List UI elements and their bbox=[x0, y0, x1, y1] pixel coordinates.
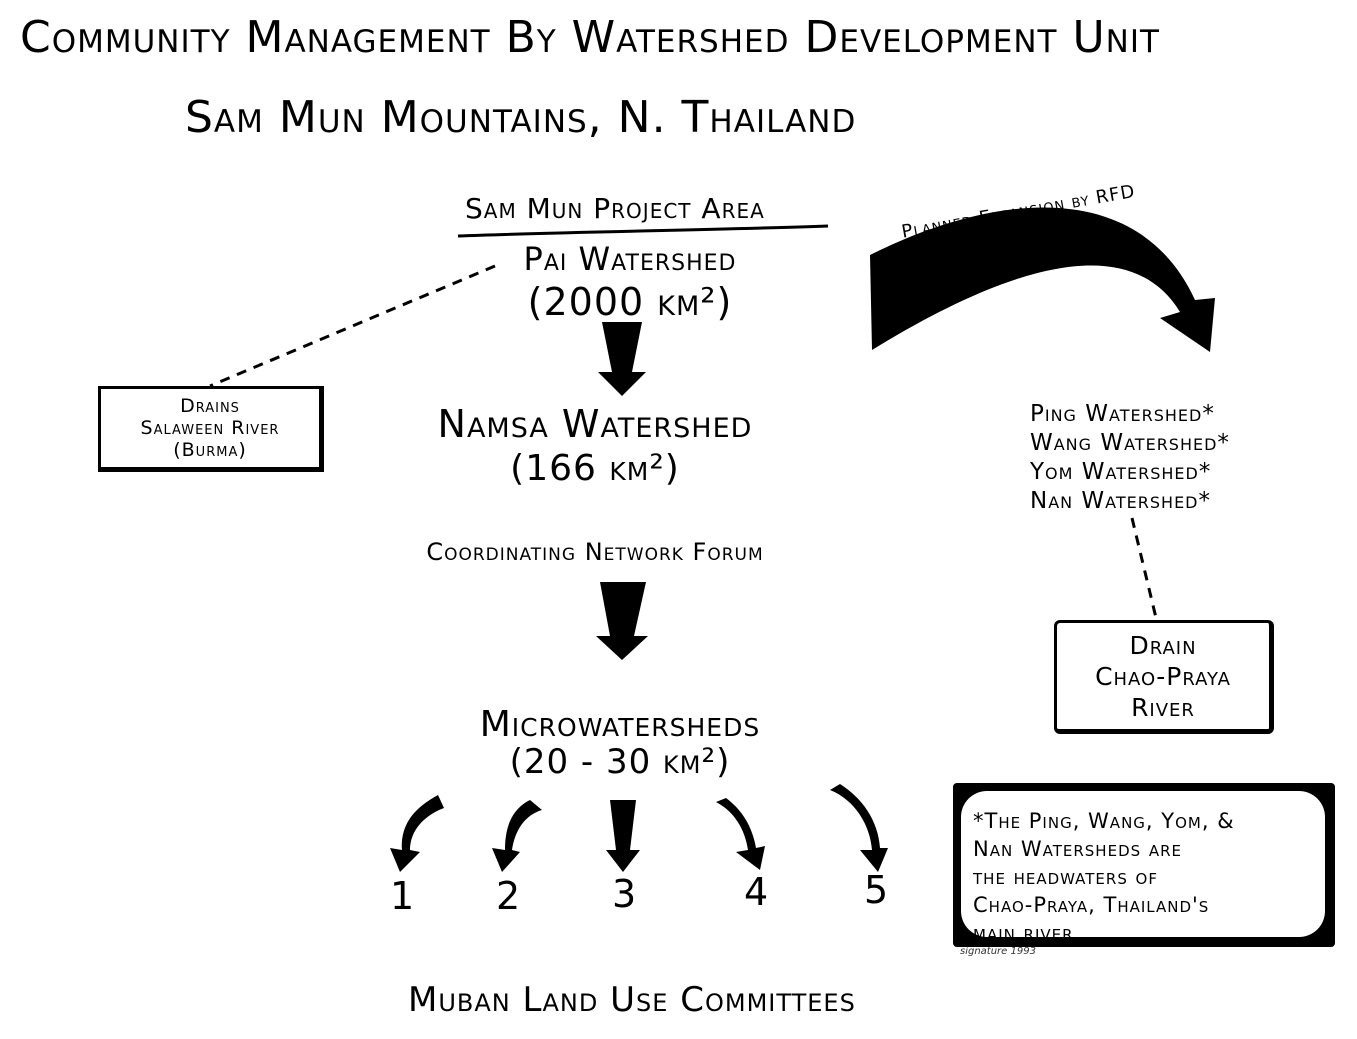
footnote-line2: Nan Watersheds are bbox=[973, 837, 1182, 861]
pai-watershed-area: (2000 km²) bbox=[527, 280, 733, 324]
artist-signature: signature 1993 bbox=[960, 946, 1036, 957]
drain-chao-line3: River bbox=[1131, 692, 1195, 722]
number-5: 5 bbox=[864, 868, 890, 912]
drains-salaween-line2: Salaween River bbox=[140, 417, 280, 439]
arrow-micro-to-2 bbox=[492, 800, 542, 872]
drains-salaween-line3: (Burma) bbox=[173, 439, 247, 461]
pai-watershed-name: Pai Watershed bbox=[523, 240, 737, 278]
footnote-line3: the headwaters of bbox=[973, 865, 1158, 889]
arrow-forum-to-micro bbox=[596, 582, 648, 660]
namsa-watershed-area: (166 km²) bbox=[510, 448, 680, 489]
footnote-line5: main river. bbox=[973, 921, 1082, 945]
planned-expansion-arrow bbox=[870, 207, 1215, 352]
drains-salaween-box: Drains Salaween River (Burma) bbox=[98, 386, 324, 472]
arrow-micro-to-3 bbox=[606, 800, 640, 872]
project-area-label: Sam Mun Project Area bbox=[465, 192, 765, 225]
drain-chao-line2: Chao-Praya bbox=[1095, 661, 1231, 691]
arrow-micro-to-1 bbox=[390, 795, 444, 872]
footnote-box: *The Ping, Wang, Yom, & Nan Watersheds a… bbox=[961, 791, 1325, 945]
wang-watershed: Wang Watershed* bbox=[1030, 430, 1230, 456]
project-area-underline bbox=[457, 224, 829, 238]
footnote-line1: *The Ping, Wang, Yom, & bbox=[973, 809, 1235, 833]
footnote-line4: Chao-Praya, Thailand's bbox=[973, 893, 1210, 917]
coordinating-forum-label: Coordinating Network Forum bbox=[426, 538, 764, 566]
footnote-frame: *The Ping, Wang, Yom, & Nan Watersheds a… bbox=[953, 783, 1335, 947]
drain-chao-praya-box: Drain Chao-Praya River bbox=[1054, 620, 1274, 734]
namsa-watershed-name: Namsa Watershed bbox=[437, 402, 753, 446]
diagram-title-line2: Sam Mun Mountains, N. Thailand bbox=[185, 92, 857, 143]
nan-watershed: Nan Watershed* bbox=[1030, 488, 1211, 514]
dashed-connector-salaween bbox=[209, 264, 496, 388]
drain-chao-line1: Drain bbox=[1129, 630, 1197, 660]
arrow-micro-to-4 bbox=[716, 798, 765, 870]
ping-watershed: Ping Watershed* bbox=[1030, 401, 1215, 427]
microwatersheds-area: (20 - 30 km²) bbox=[509, 742, 731, 782]
number-1: 1 bbox=[390, 874, 416, 918]
number-3: 3 bbox=[612, 872, 638, 916]
number-4: 4 bbox=[744, 870, 770, 914]
right-watersheds-list: Ping Watershed* Wang Watershed* Yom Wate… bbox=[1030, 400, 1230, 516]
arrow-micro-to-5 bbox=[830, 784, 888, 872]
microwatersheds-name: Microwatersheds bbox=[479, 704, 761, 745]
number-2: 2 bbox=[496, 874, 522, 918]
yom-watershed: Yom Watershed* bbox=[1030, 459, 1212, 485]
drains-salaween-line1: Drains bbox=[180, 395, 240, 417]
diagram-title-line1: Community Management By Watershed Develo… bbox=[20, 12, 1160, 63]
arrow-pai-to-namsa bbox=[598, 322, 646, 396]
muban-land-use-committees: Muban Land Use Committees bbox=[408, 980, 856, 1020]
dashed-connector-chao bbox=[1130, 517, 1159, 623]
